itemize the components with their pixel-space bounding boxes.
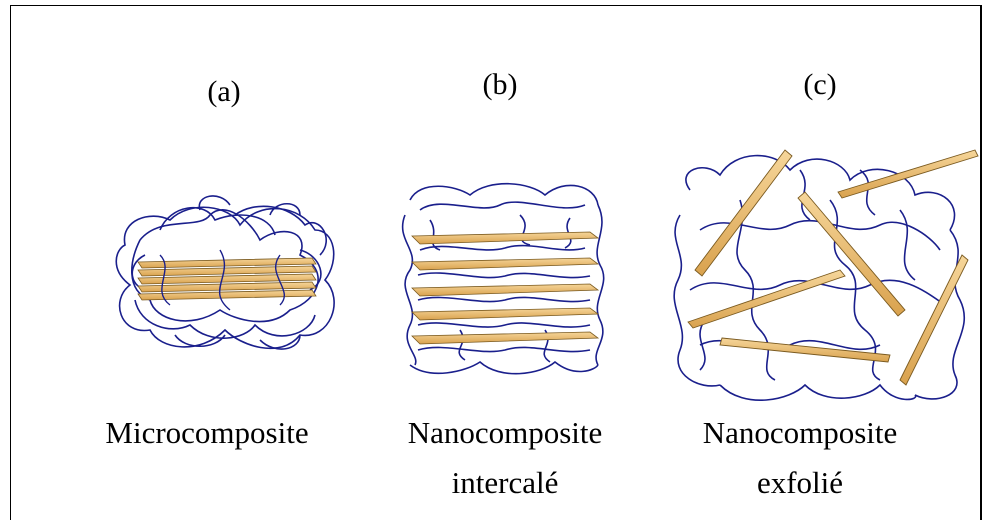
panel-b-letter: (b) bbox=[482, 68, 518, 101]
panel-c-caption-line1: Nanocomposite bbox=[702, 415, 898, 450]
panel-a-letter: (a) bbox=[207, 75, 241, 108]
panel-b-caption-line2: intercalé bbox=[451, 465, 559, 500]
panel-a-caption: Microcomposite bbox=[105, 415, 309, 450]
figure-frame bbox=[10, 5, 982, 520]
panel-c-letter: (c) bbox=[803, 68, 837, 101]
panel-c-illustration bbox=[673, 149, 979, 402]
panel-b-illustration bbox=[401, 182, 605, 375]
panel-c-caption-line2: exfolié bbox=[756, 465, 844, 500]
panel-a-illustration bbox=[115, 195, 335, 350]
panel-b-caption-line1: Nanocomposite bbox=[407, 415, 603, 450]
